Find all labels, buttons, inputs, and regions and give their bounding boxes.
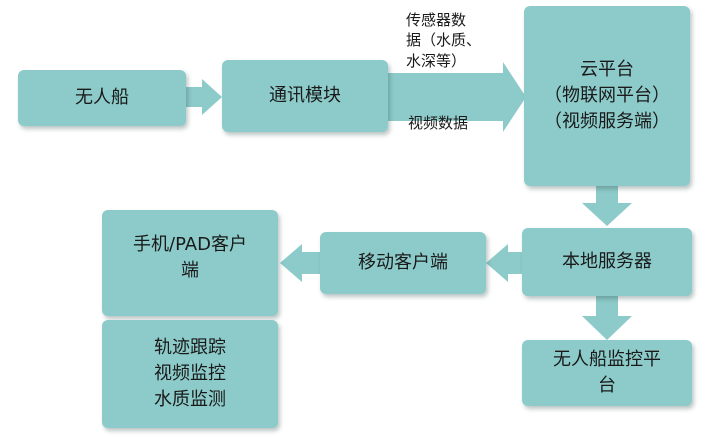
node-boat-monitor-platform: 无人船监控平 台 [522,340,692,406]
edge-label-video-data: 视频数据 [408,113,508,133]
edge-label-sensor-data: 传感器数 据（水质、 水深等） [406,10,506,71]
feature-video-monitor: 视频监控 [154,362,226,384]
node-pad-client: 手机/PAD客户 端 [102,210,278,316]
video-data-label: 视频数据 [408,114,469,132]
sensor-data-line-2: 据（水质、 [406,31,482,50]
sensor-data-line-1: 传感器数 [406,11,467,29]
node-boat-monitor-line-1: 无人船监控平 [553,348,661,370]
node-cloud-line-2: （物联网平台） [544,84,670,106]
node-cloud-line-3: （视频服务端） [544,111,670,133]
node-local-server-label: 本地服务器 [562,250,652,272]
arrow-local-to-monitor [582,296,632,340]
feature-trajectory: 轨迹跟踪 [154,336,226,358]
arrow-cloud-to-local [582,186,632,226]
sensor-data-line-3: 水深等） [406,51,467,70]
arrow-mobile-to-pad [280,244,320,282]
node-boat-monitor-line-2: 台 [598,375,616,396]
node-cloud-line-1: 云平台 [580,58,634,80]
node-unmanned-boat: 无人船 [18,70,186,126]
feature-water-quality: 水质监测 [154,389,226,411]
node-pad-client-line-2: 端 [180,260,199,282]
node-comm-module: 通讯模块 [222,60,388,132]
arrow-local-to-mobile [486,244,522,282]
node-features: 轨迹跟踪 视频监控 水质监测 [102,320,278,428]
node-pad-client-line-1: 手机/PAD客户 [133,234,247,255]
node-mobile-client: 移动客户端 [320,232,486,294]
arrow-boat-to-comm [186,79,222,115]
node-cloud-platform: 云平台 （物联网平台） （视频服务端） [524,6,690,186]
node-mobile-client-label: 移动客户端 [358,251,448,273]
node-comm-module-label: 通讯模块 [269,84,341,106]
arrow-comm-to-cloud [388,62,526,132]
node-local-server: 本地服务器 [522,228,692,296]
node-unmanned-boat-label: 无人船 [75,86,129,108]
